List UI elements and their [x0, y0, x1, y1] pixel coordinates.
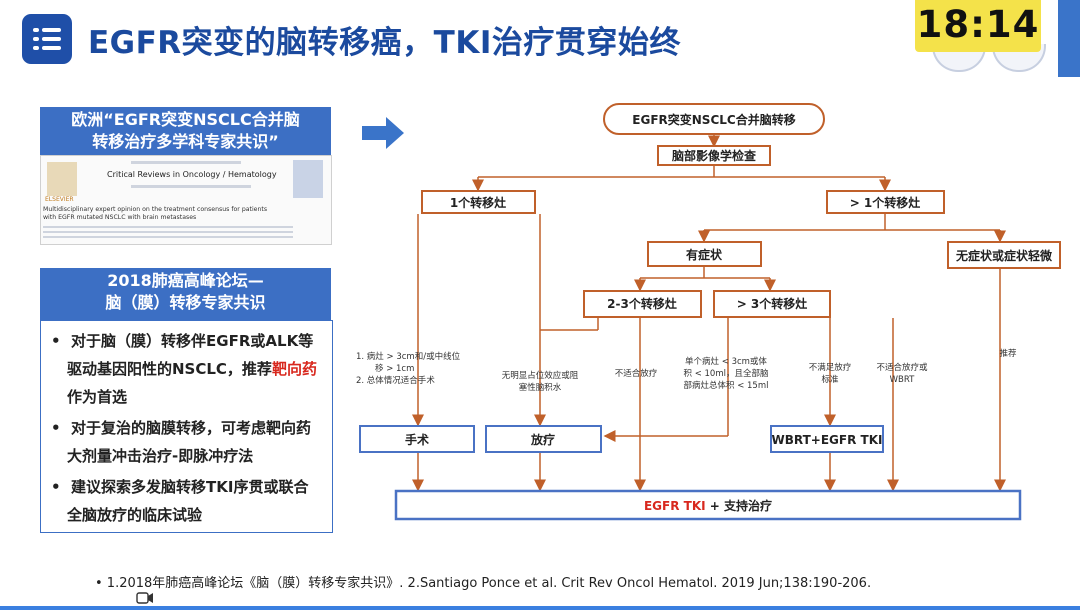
bullet-1-line3: 作为首选	[67, 388, 128, 406]
criteria-1-line2: 移 > 1cm	[375, 363, 414, 374]
flow-final-label: EGFR TKI + 支持治疗	[644, 498, 772, 513]
publisher-logo	[47, 162, 77, 196]
bullet-3-line2: 全脑放疗的临床试验	[67, 506, 203, 524]
flow-one-lesion-node	[421, 190, 536, 214]
bottom-progress-line	[0, 606, 1080, 610]
criteria-4-line1: 单个病灶 < 3cm或体	[685, 356, 767, 367]
criteria-6-line2: WBRT	[890, 375, 916, 385]
recommendation-list: • 对于脑（膜）转移伴EGFR或ALK等 驱动基因阳性的NSCLC，推荐靶向药 …	[40, 320, 333, 533]
flow-gt-three-node	[713, 290, 831, 318]
flow-symptomatic-label: 有症状	[686, 247, 723, 262]
europe-consensus-line2: 转移治疗多学科专家共识”	[92, 132, 279, 151]
flow-two-three-label: 2-3个转移灶	[607, 296, 677, 311]
flow-radiotherapy-node	[485, 425, 602, 453]
criteria-1-line1: 1. 病灶 > 3cm和/或中线位	[356, 351, 461, 362]
menu-icon[interactable]	[22, 14, 72, 64]
flow-many-lesion-label: > 1个转移灶	[850, 195, 921, 210]
criteria-6-line1: 不适合放疗或	[876, 362, 928, 373]
flow-final-red: EGFR TKI	[644, 499, 706, 513]
bullet-1-text2: 驱动基因阳性的NSCLC，推荐	[67, 360, 272, 378]
paper-thumbnail: ELSEVIER Critical Reviews in Oncology / …	[40, 155, 332, 245]
bullet-1-line1: • 对于脑（膜）转移伴EGFR或ALK等	[51, 332, 314, 350]
bullet-1-line2: 驱动基因阳性的NSCLC，推荐靶向药	[67, 357, 317, 382]
flow-start-label: EGFR突变NSCLC合并脑转移	[632, 112, 795, 127]
bullet-2-line1: • 对于复治的脑膜转移，可考虑靶向药	[51, 419, 312, 437]
right-arrow-icon	[362, 117, 404, 149]
flow-wbrt-label: WBRT+EGFR TKI	[772, 433, 883, 447]
targeted-drug-highlight: 靶向药	[271, 360, 317, 378]
flow-asymptomatic-node	[947, 241, 1061, 269]
journal-homepage-line	[131, 185, 251, 188]
flow-many-lesion-node	[826, 190, 945, 214]
criteria-4-line2: 积 < 10ml，且全部脑	[684, 368, 769, 379]
forum-line2: 脑（膜）转移专家共识	[105, 293, 266, 312]
journal-cover	[293, 160, 323, 198]
accent-bar	[1058, 0, 1080, 77]
author-line-1	[43, 226, 293, 228]
bullet-2-line2: 大剂量冲击治疗-即脉冲疗法	[67, 447, 254, 465]
criteria-5-line2: 标准	[821, 374, 839, 385]
criteria-2-line1: 无明显占位效应或阻	[502, 370, 579, 381]
flow-final-black: + 支持治疗	[706, 498, 772, 513]
camera-icon[interactable]	[136, 591, 154, 605]
journal-name: Critical Reviews in Oncology / Hematolog…	[107, 170, 277, 179]
flow-two-three-node	[583, 290, 702, 318]
reference-footnote: • 1.2018年肺癌高峰论坛《脑（膜）转移专家共识》. 2.Santiago …	[95, 576, 872, 591]
flow-wbrt-node	[770, 425, 884, 453]
criteria-7: 推荐	[999, 348, 1017, 359]
author-line-3	[43, 236, 293, 238]
criteria-1-line3: 2. 总体情况适合手术	[356, 375, 435, 386]
journal-header-line	[131, 161, 241, 164]
criteria-4-line3: 部病灶总体积 < 15ml	[684, 380, 769, 391]
flow-gt-three-label: > 3个转移灶	[737, 296, 808, 311]
criteria-3: 不适合放疗	[615, 368, 658, 379]
flow-asymptomatic-label: 无症状或症状轻微	[955, 248, 1053, 263]
flow-surgery-node	[359, 425, 475, 453]
criteria-2-line2: 塞性脑积水	[519, 382, 562, 393]
page-title: EGFR突变的脑转移癌，TKI治疗贯穿始终	[88, 25, 681, 61]
flow-one-lesion-label: 1个转移灶	[450, 195, 506, 210]
publisher-name: ELSEVIER	[45, 196, 74, 203]
criteria-5-line1: 不满足放疗	[809, 362, 852, 373]
flow-surgery-label: 手术	[405, 432, 429, 447]
bullet-1-text1: 对于脑（膜）转移伴EGFR或ALK等	[71, 332, 314, 350]
flow-radiotherapy-label: 放疗	[530, 432, 555, 447]
flow-start-node	[603, 103, 825, 135]
clock-badge: 18:14	[915, 0, 1041, 52]
flow-final-node	[394, 489, 1022, 521]
bullet-3-line1: • 建议探索多发脑转移TKI序贯或联合	[51, 478, 309, 496]
bullet-3-text1: 建议探索多发脑转移TKI序贯或联合	[71, 478, 309, 496]
article-title-2: with EGFR mutated NSCLC with brain metas…	[43, 214, 197, 221]
europe-consensus-box: 欧洲“EGFR突变NSCLC合并脑 转移治疗多学科专家共识”	[40, 107, 331, 157]
author-line-2	[43, 231, 293, 233]
clock-text: 18:14	[916, 3, 1040, 46]
article-title-1: Multidisciplinary expert opinion on the …	[43, 206, 268, 213]
flow-imaging-label: 脑部影像学检查	[671, 148, 757, 163]
flow-imaging-node	[657, 145, 771, 166]
forum-line1: 2018肺癌高峰论坛—	[107, 271, 264, 290]
flow-symptomatic-node	[647, 241, 762, 267]
forum-consensus-box: 2018肺癌高峰论坛— 脑（膜）转移专家共识	[40, 268, 331, 320]
bullet-2-text1: 对于复治的脑膜转移，可考虑靶向药	[71, 419, 312, 437]
europe-consensus-line1: 欧洲“EGFR突变NSCLC合并脑	[71, 110, 300, 129]
